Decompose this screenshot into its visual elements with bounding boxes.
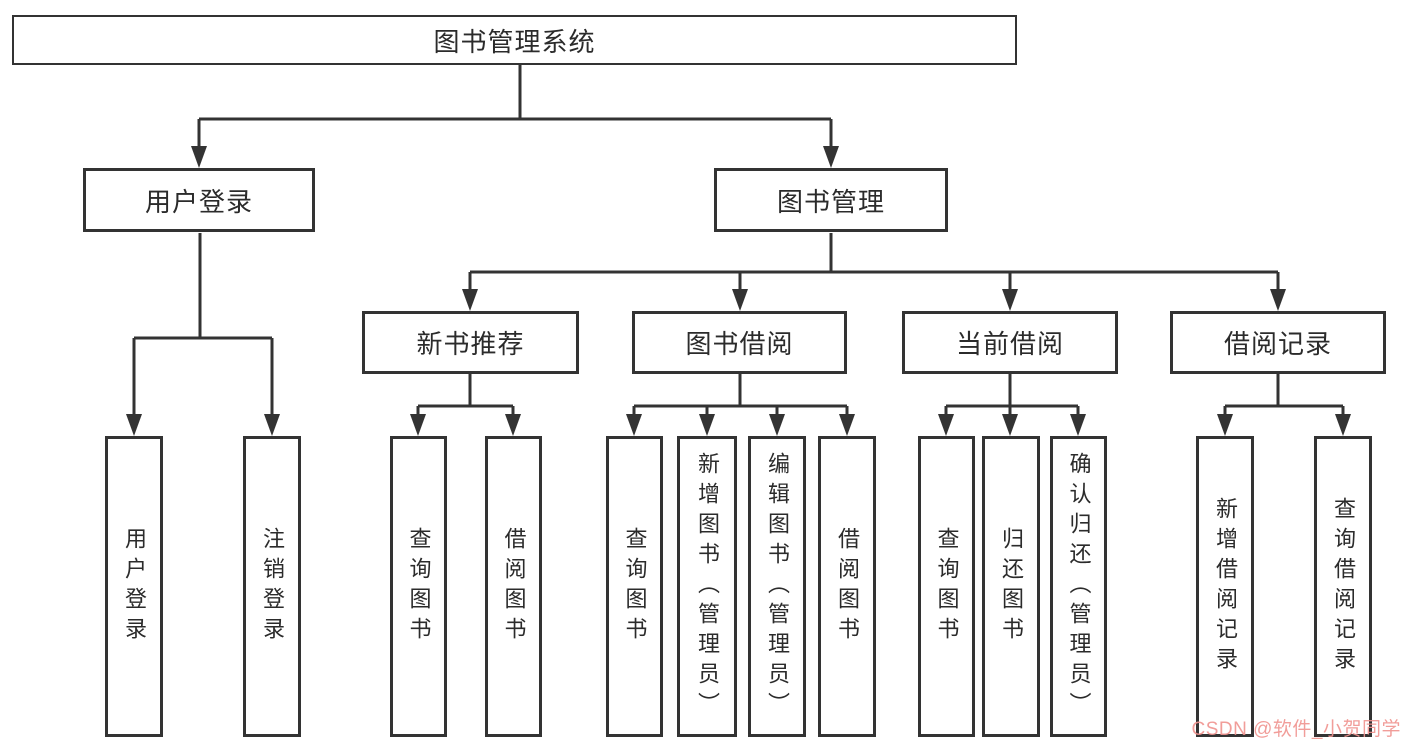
node-borrow-records: 借阅记录 xyxy=(1170,311,1386,374)
node-new-book-recommend-label: 新书推荐 xyxy=(416,329,525,359)
leaf-recommend-query-books: 查询图书 xyxy=(390,436,447,737)
node-user-login: 用户登录 xyxy=(83,168,315,232)
node-book-management: 图书管理 xyxy=(714,168,948,232)
leaf-user-login-label: 用户登录 xyxy=(122,526,147,647)
node-root: 图书管理系统 xyxy=(12,15,1017,65)
node-current-borrow-label: 当前借阅 xyxy=(955,329,1064,359)
leaf-add-books-admin-label: 新增图书（管理员） xyxy=(695,451,720,722)
leaf-recommend-borrow-books: 借阅图书 xyxy=(485,436,542,737)
leaf-confirm-return-admin-label: 确认归还（管理员） xyxy=(1066,451,1092,722)
leaf-borrow-borrow-books: 借阅图书 xyxy=(818,436,876,737)
leaf-edit-books-admin: 编辑图书（管理员） xyxy=(748,436,806,737)
leaf-borrow-query-books-label: 查询图书 xyxy=(622,526,648,647)
leaf-return-books: 归还图书 xyxy=(982,436,1040,737)
leaf-edit-books-admin-label: 编辑图书（管理员） xyxy=(765,451,790,722)
leaf-add-borrow-record-label: 新增借阅记录 xyxy=(1213,496,1238,677)
leaf-confirm-return-admin: 确认归还（管理员） xyxy=(1050,436,1107,737)
leaf-recommend-borrow-books-label: 借阅图书 xyxy=(501,526,527,647)
leaf-logout: 注销登录 xyxy=(243,436,301,737)
node-root-label: 图书管理系统 xyxy=(433,26,596,57)
node-borrow-records-label: 借阅记录 xyxy=(1223,329,1332,359)
leaf-recommend-query-books-label: 查询图书 xyxy=(406,526,432,647)
csdn-watermark: CSDN @软件_小贺同学 xyxy=(1191,719,1401,740)
leaf-return-books-label: 归还图书 xyxy=(999,526,1024,647)
leaf-user-login: 用户登录 xyxy=(105,436,163,737)
leaf-query-borrow-record-label: 查询借阅记录 xyxy=(1331,496,1356,677)
leaf-logout-label: 注销登录 xyxy=(260,526,285,647)
leaf-borrow-query-books: 查询图书 xyxy=(606,436,663,737)
node-book-management-label: 图书管理 xyxy=(776,186,885,217)
leaf-query-borrow-record: 查询借阅记录 xyxy=(1314,436,1372,737)
leaf-add-books-admin: 新增图书（管理员） xyxy=(677,436,737,737)
leaf-current-query-books: 查询图书 xyxy=(918,436,975,737)
leaf-borrow-borrow-books-label: 借阅图书 xyxy=(835,526,860,647)
node-book-borrow: 图书借阅 xyxy=(632,311,847,374)
node-book-borrow-label: 图书借阅 xyxy=(685,329,794,359)
leaf-current-query-books-label: 查询图书 xyxy=(934,526,960,647)
node-user-login-label: 用户登录 xyxy=(144,186,253,217)
node-current-borrow: 当前借阅 xyxy=(902,311,1118,374)
leaf-add-borrow-record: 新增借阅记录 xyxy=(1196,436,1254,737)
node-new-book-recommend: 新书推荐 xyxy=(362,311,579,374)
